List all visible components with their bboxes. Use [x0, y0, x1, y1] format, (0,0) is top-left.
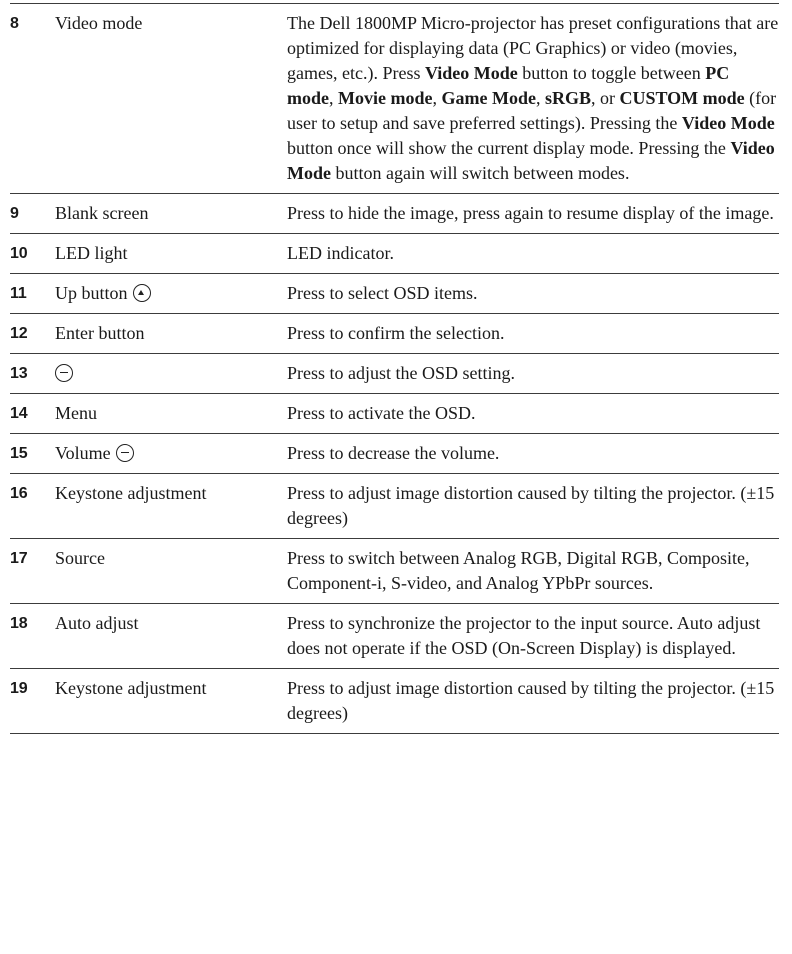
- item-name-text: Up button: [55, 283, 128, 303]
- item-number: 12: [10, 325, 28, 342]
- item-number: 11: [10, 285, 27, 302]
- item-number: 15: [10, 445, 28, 462]
- item-name: Blank screen: [55, 194, 287, 234]
- item-name: Source: [55, 539, 287, 604]
- item-name-text: LED light: [55, 243, 128, 263]
- table-row-10: 10 LED light LED indicator.: [10, 233, 779, 274]
- description-bold-text: Video Mode: [681, 113, 775, 133]
- item-number: 19: [10, 680, 28, 697]
- item-name-text: Volume: [55, 443, 111, 463]
- description-text: Press to confirm the selection.: [287, 323, 505, 343]
- description-text: LED indicator.: [287, 243, 394, 263]
- description-bold-text: sRGB: [544, 88, 591, 108]
- description-text: Press to adjust the OSD setting.: [287, 363, 515, 383]
- table-row-14: 14 Menu Press to activate the OSD.: [10, 393, 779, 434]
- table-row-17: 17 Source Press to switch between Analog…: [10, 538, 779, 604]
- item-number: 18: [10, 615, 28, 632]
- item-name: Volume: [55, 434, 287, 474]
- description-text: Press to switch between Analog RGB, Digi…: [287, 548, 750, 593]
- description-bold-text: Game Mode: [441, 88, 536, 108]
- item-name-text: Video mode: [55, 13, 143, 33]
- table-row-12: 12 Enter button Press to confirm the sel…: [10, 313, 779, 354]
- description-text: Press to select OSD items.: [287, 283, 478, 303]
- table-row-8: 8 Video mode The Dell 1800MP Micro-proje…: [10, 3, 779, 194]
- description-text: button once will show the current displa…: [287, 138, 731, 158]
- description-text: Press to adjust image distortion caused …: [287, 483, 775, 528]
- item-name-text: Menu: [55, 403, 97, 423]
- description-text: Press to synchronize the projector to th…: [287, 613, 761, 658]
- item-description: Press to hide the image, press again to …: [287, 194, 779, 234]
- item-number: 10: [10, 245, 28, 262]
- table-row-9: 9 Blank screen Press to hide the image, …: [10, 193, 779, 234]
- item-description: Press to switch between Analog RGB, Digi…: [287, 539, 779, 604]
- item-number: 13: [10, 365, 28, 382]
- up-arrow-button-icon: [132, 284, 151, 302]
- item-number: 8: [10, 15, 19, 32]
- description-bold-text: Movie mode: [338, 88, 433, 108]
- item-description: LED indicator.: [287, 234, 779, 274]
- table-row-13: 13 Press to adjust the OSD setting.: [10, 353, 779, 394]
- description-bold-text: Video Mode: [287, 138, 775, 183]
- item-name: Keystone adjustment: [55, 474, 287, 539]
- minus-button-icon: [115, 444, 134, 462]
- description-bold-text: PC mode: [287, 63, 730, 108]
- item-number: 14: [10, 405, 28, 422]
- item-name: LED light: [55, 234, 287, 274]
- description-bold-text: Video Mode: [424, 63, 518, 83]
- description-text: ,: [432, 88, 442, 108]
- item-description: Press to confirm the selection.: [287, 314, 779, 354]
- item-name-text: Source: [55, 548, 105, 568]
- item-number: 17: [10, 550, 28, 567]
- button-function-table: 8 Video mode The Dell 1800MP Micro-proje…: [10, 3, 779, 734]
- table-row-11: 11 Up button Press to select OSD items.: [10, 273, 779, 314]
- item-number: 16: [10, 485, 28, 502]
- item-description: Press to adjust the OSD setting.: [287, 354, 779, 394]
- item-description: Press to synchronize the projector to th…: [287, 604, 779, 669]
- description-text: button to toggle between: [517, 63, 706, 83]
- description-text: Press to adjust image distortion caused …: [287, 678, 775, 723]
- table-row-16: 16 Keystone adjustment Press to adjust i…: [10, 473, 779, 539]
- item-name: Video mode: [55, 4, 287, 194]
- description-bold-text: CUSTOM mode: [619, 88, 745, 108]
- table-row-19: 19 Keystone adjustment Press to adjust i…: [10, 668, 779, 734]
- description-text: button again will switch between modes.: [331, 163, 630, 183]
- description-text: ,: [535, 88, 545, 108]
- description-text: The Dell 1800MP Micro-projector has pres…: [287, 13, 779, 83]
- item-name: Menu: [55, 394, 287, 434]
- item-number: 9: [10, 205, 19, 222]
- item-name: Up button: [55, 274, 287, 314]
- description-text: (for user to setup and save preferred se…: [287, 88, 777, 133]
- description-text: Press to hide the image, press again to …: [287, 203, 774, 223]
- description-text: ,: [329, 88, 338, 108]
- item-description: The Dell 1800MP Micro-projector has pres…: [287, 4, 779, 194]
- item-name: Keystone adjustment: [55, 669, 287, 734]
- description-text: , or: [590, 88, 620, 108]
- item-description: Press to decrease the volume.: [287, 434, 779, 474]
- minus-button-icon: [55, 364, 73, 382]
- item-description: Press to adjust image distortion caused …: [287, 669, 779, 734]
- description-text: Press to decrease the volume.: [287, 443, 500, 463]
- item-name-text: Auto adjust: [55, 613, 139, 633]
- item-name-text: Keystone adjustment: [55, 483, 207, 503]
- item-name: Enter button: [55, 314, 287, 354]
- item-name-text: Blank screen: [55, 203, 149, 223]
- item-name-text: Enter button: [55, 323, 145, 343]
- item-name: [55, 354, 287, 394]
- description-text: Press to activate the OSD.: [287, 403, 476, 423]
- item-name-text: Keystone adjustment: [55, 678, 207, 698]
- item-description: Press to select OSD items.: [287, 274, 779, 314]
- item-description: Press to adjust image distortion caused …: [287, 474, 779, 539]
- table-row-18: 18 Auto adjust Press to synchronize the …: [10, 603, 779, 669]
- table-row-15: 15 Volume Press to decrease the volume.: [10, 433, 779, 474]
- item-name: Auto adjust: [55, 604, 287, 669]
- item-description: Press to activate the OSD.: [287, 394, 779, 434]
